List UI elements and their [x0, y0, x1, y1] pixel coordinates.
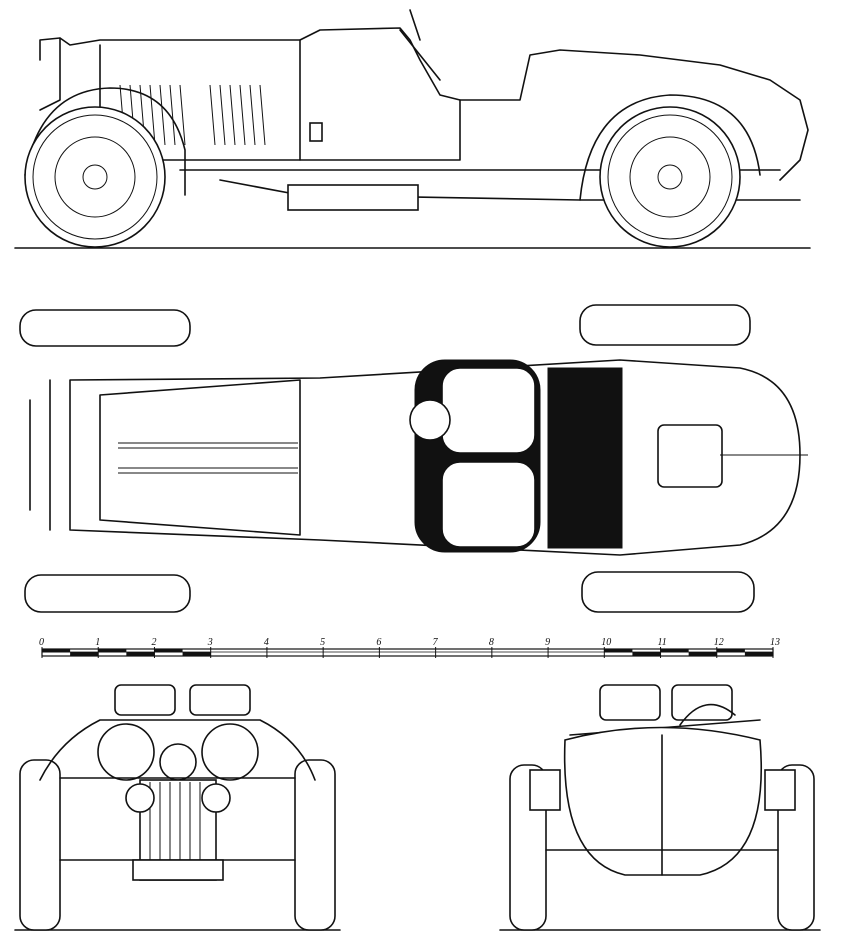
seat-back-front-left — [114, 684, 176, 716]
fog-lamp-left — [125, 783, 155, 813]
rear-tire-top — [579, 304, 751, 346]
seat-back-front-right — [189, 684, 251, 716]
scale-checker — [42, 649, 71, 653]
rear-lamp-left — [529, 769, 561, 811]
scale-checker — [744, 652, 773, 656]
wings-front — [39, 719, 316, 781]
tail-body-rear — [563, 726, 763, 876]
front-bumper — [132, 859, 224, 881]
front-axle-top — [29, 379, 51, 531]
seat-back-rear-left — [599, 684, 661, 721]
rear-lamp-right — [764, 769, 796, 811]
rear-wing — [579, 94, 761, 201]
scale-label: 9 — [545, 637, 550, 648]
scale-label: 10 — [601, 637, 611, 648]
scale-label: 11 — [658, 637, 667, 648]
side-door-handle — [309, 122, 323, 142]
scale-checker — [632, 652, 661, 656]
scale-checker — [604, 649, 633, 653]
scale-checker — [154, 649, 183, 653]
scale-label: 6 — [376, 637, 381, 648]
side-view — [14, 9, 811, 249]
rear-tire-bottom — [581, 571, 755, 613]
radiator-shell — [39, 37, 61, 111]
seat-back-lower — [441, 461, 536, 548]
bonnet — [99, 44, 461, 161]
fuel-filler-panel — [657, 424, 723, 488]
scale-label: 4 — [264, 637, 269, 648]
scale-checker — [70, 652, 99, 656]
scale-label: 3 — [207, 637, 213, 648]
front-view — [14, 684, 341, 931]
scale-label: 13 — [770, 637, 780, 648]
scale-checker — [182, 652, 211, 656]
scale-label: 12 — [714, 637, 724, 648]
front-wheel-side — [24, 106, 166, 248]
scale-checker — [716, 649, 745, 653]
front-tire-top — [19, 309, 191, 347]
center-lamp — [159, 743, 197, 781]
seat-back-rear-right — [671, 684, 733, 721]
headlamp-left — [97, 723, 155, 781]
steering-wheel-rear — [679, 703, 736, 726]
scale-checker — [660, 649, 689, 653]
rear-view — [499, 684, 821, 931]
scale-checker — [98, 649, 127, 653]
scale-label: 1 — [95, 637, 100, 648]
front-wing — [24, 87, 186, 196]
louvres-top — [118, 442, 298, 474]
scale-checker — [126, 652, 155, 656]
front-tire-bottom — [24, 574, 191, 613]
body-top-outline — [39, 27, 809, 181]
fog-lamp-right — [201, 783, 231, 813]
steering-wheel-side — [399, 9, 441, 81]
top-view — [19, 304, 808, 613]
bonnet-louvres — [119, 84, 266, 146]
rear-floor — [547, 367, 623, 549]
front-right-tire — [294, 759, 336, 931]
headlamp-right — [201, 723, 259, 781]
bonnet-top — [99, 379, 301, 536]
scale-label: 8 — [489, 637, 494, 648]
front-left-tire — [19, 759, 61, 931]
scale-label: 5 — [320, 637, 325, 648]
scale-label: 2 — [151, 637, 156, 648]
scale-label: 0 — [39, 637, 44, 648]
seat-back-upper — [441, 367, 536, 454]
rear-wheel-side — [599, 106, 741, 248]
exhaust-silencer — [287, 184, 419, 211]
scale-checker — [688, 652, 717, 656]
steering-wheel-top — [409, 399, 451, 441]
scale-label: 7 — [433, 637, 439, 648]
